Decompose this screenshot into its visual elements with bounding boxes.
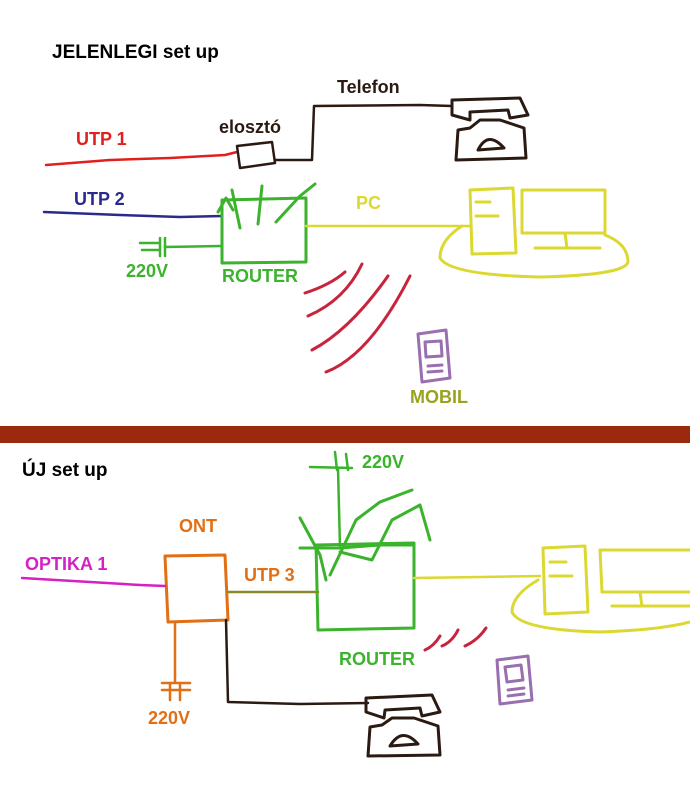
power-plug-icon [138, 236, 224, 258]
power-label-ont: 220V [148, 708, 190, 728]
computer-icon-bottom [510, 544, 690, 634]
router-label-bottom: ROUTER [339, 649, 415, 669]
utp1-cable [44, 150, 239, 167]
ont-box [163, 553, 230, 624]
phone-line-top [273, 103, 454, 162]
computer-icon-top [438, 186, 630, 279]
router-icon-bottom [298, 488, 432, 632]
telefon-label: Telefon [337, 77, 400, 97]
power-label-top: 220V [126, 261, 168, 281]
router-icon-top [216, 182, 317, 265]
router-label-top: ROUTER [222, 266, 298, 286]
power-plug-icon-ont [160, 620, 192, 702]
optika1-cable [20, 576, 167, 588]
section-divider [0, 426, 690, 443]
wifi-signal-icon-bottom [423, 626, 488, 652]
current-setup-heading: JELENLEGI set up [52, 42, 219, 63]
utp1-label: UTP 1 [76, 129, 127, 149]
telephone-icon-bottom [364, 693, 442, 758]
pc-cable-bottom [412, 574, 542, 580]
utp2-label: UTP 2 [74, 189, 125, 209]
mobil-label: MOBIL [410, 387, 468, 407]
mobile-phone-icon-top [416, 328, 452, 384]
ont-label: ONT [179, 516, 217, 536]
phone-line-bottom [224, 618, 370, 706]
mobile-phone-icon-bottom [495, 654, 534, 706]
new-setup-heading: ÚJ set up [22, 459, 108, 481]
power-plug-icon-router [308, 450, 354, 550]
wifi-signal-icon-top [303, 262, 412, 374]
utp2-cable [42, 210, 224, 219]
telephone-icon [450, 96, 530, 162]
splitter-label: elosztó [219, 117, 281, 137]
optika1-label: OPTIKA 1 [25, 554, 107, 574]
power-label-router: 220V [362, 452, 404, 472]
splitter-box [235, 140, 277, 170]
pc-label: PC [356, 193, 381, 213]
utp3-label: UTP 3 [244, 565, 295, 585]
